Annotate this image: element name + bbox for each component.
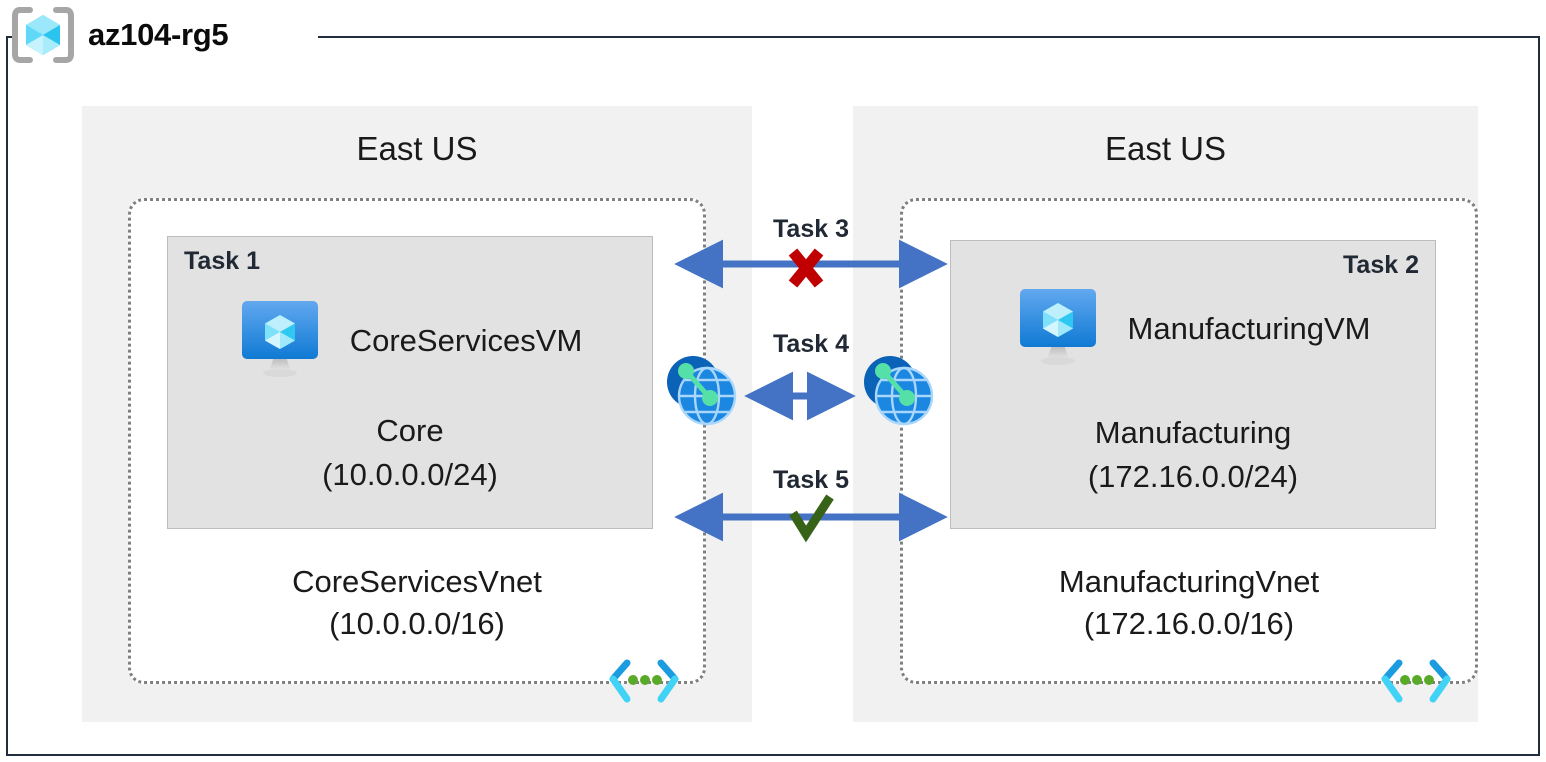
azure-resource-group-cube-icon xyxy=(10,6,76,64)
virtual-network-icon xyxy=(607,655,681,707)
task-label-5: Task 5 xyxy=(773,466,849,494)
vm-name-manufacturingvm: ManufacturingVM xyxy=(1127,311,1371,346)
task-tag-1: Task 1 xyxy=(184,247,260,275)
vm-name-coreservicesvm: CoreServicesVM xyxy=(349,323,583,358)
subnet-core: Task 1 xyxy=(167,236,653,529)
task-tag-2: Task 2 xyxy=(1343,251,1419,279)
region-title-right: East US xyxy=(1104,130,1227,167)
vnet-peering-icon-left xyxy=(660,352,742,428)
task-label-3: Task 3 xyxy=(773,215,849,243)
subnet-range-manufacturing: (172.16.0.0/24) xyxy=(1087,459,1299,494)
subnet-range-core: (10.0.0.0/24) xyxy=(322,457,498,492)
resource-group-name: az104-rg5 xyxy=(88,17,229,52)
virtual-machine-icon xyxy=(238,295,330,387)
frame-title-rule xyxy=(318,36,1540,38)
virtual-network-icon xyxy=(1379,655,1453,707)
region-title-left: East US xyxy=(356,130,478,167)
vm-row-right: ManufacturingVM xyxy=(951,283,1435,375)
subnet-manufacturing: Task 2 xyxy=(950,240,1436,529)
virtual-machine-icon xyxy=(1016,283,1108,375)
vnet-left-name: CoreServicesVnet xyxy=(292,564,542,599)
resource-group-header: az104-rg5 xyxy=(10,6,229,64)
subnet-name-core: Core xyxy=(376,413,444,448)
vm-row-left: CoreServicesVM xyxy=(168,295,652,387)
vnet-right-address-space: (172.16.0.0/16) xyxy=(1083,606,1295,641)
vnet-right-name: ManufacturingVnet xyxy=(1058,564,1320,599)
vnet-peering-icon-right xyxy=(857,352,939,428)
subnet-name-manufacturing: Manufacturing xyxy=(1094,415,1292,450)
vnet-left-address-space: (10.0.0.0/16) xyxy=(329,606,505,641)
task-label-4: Task 4 xyxy=(773,330,849,358)
